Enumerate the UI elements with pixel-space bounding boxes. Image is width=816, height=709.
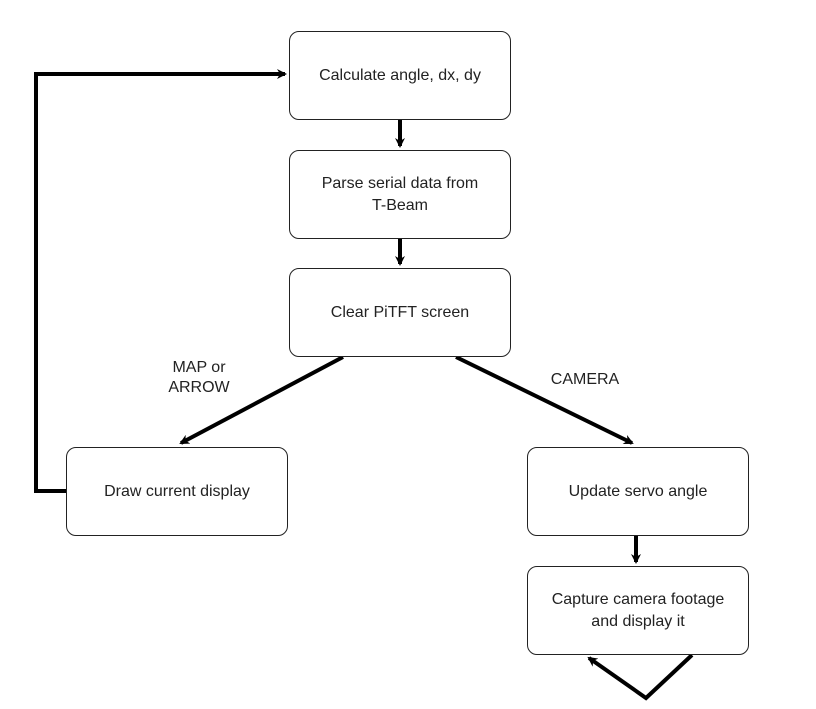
node-parse-serial-data: Parse serial data from T-Beam (289, 150, 511, 239)
edge-label-camera: CAMERA (550, 371, 620, 388)
edge-clear-to-servo (455, 355, 634, 445)
node-capture-camera: Capture camera footage and display it (527, 566, 749, 655)
node-clear-screen: Clear PiTFT screen (289, 268, 511, 357)
edge-capture-self-loop (587, 653, 694, 701)
edge-label-map-or-arrow: MAP or ARROW (168, 359, 230, 396)
node-calculate-angle: Calculate angle, dx, dy (289, 31, 511, 120)
node-draw-display: Draw current display (66, 447, 288, 536)
node-update-servo: Update servo angle (527, 447, 749, 536)
edge-draw-loop-to-calculate (34, 69, 287, 493)
edge-clear-to-draw (179, 355, 344, 445)
